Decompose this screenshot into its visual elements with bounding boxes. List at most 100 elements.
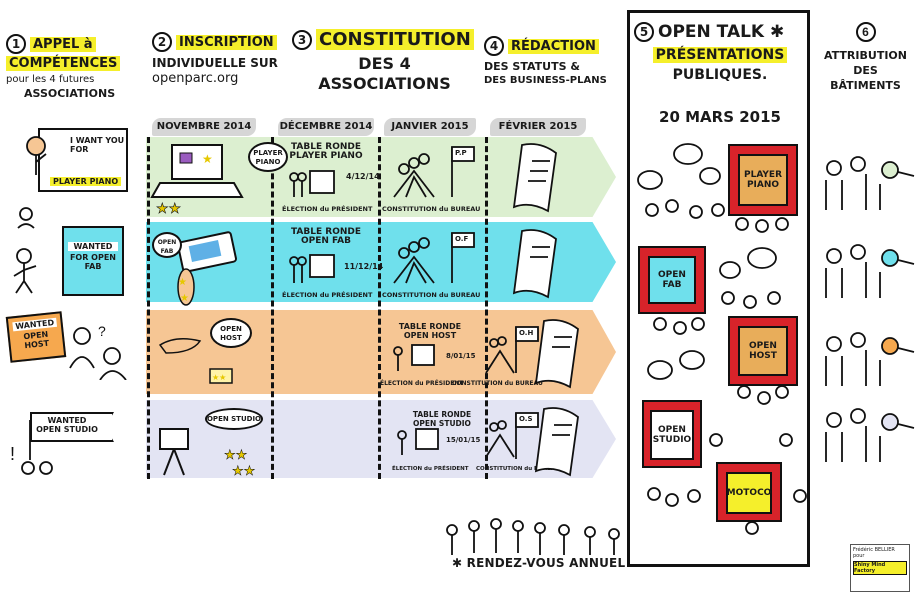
svg-text:?: ?	[98, 323, 106, 339]
step-subtitle: DES 4	[358, 54, 411, 73]
step-title-2: COMPÉTENCES	[6, 56, 121, 71]
open-talk-box	[627, 10, 810, 567]
thought-bubble	[248, 142, 288, 172]
step-subtitle-2: ASSOCIATIONS	[24, 87, 116, 100]
column-divider	[271, 137, 274, 479]
svg-text:!: !	[10, 444, 15, 464]
step-title: OPEN TALK	[658, 22, 765, 42]
asterisk-icon: ✱	[770, 22, 785, 42]
step-title: CONSTITUTION	[316, 29, 474, 50]
camera-icon: ★★ ★★	[159, 428, 256, 478]
event-date: 15/01/15	[446, 436, 481, 444]
thought-bubble	[210, 318, 252, 348]
svg-text:★: ★	[202, 152, 213, 166]
step-number: 6	[855, 22, 876, 42]
svg-text:★★: ★★	[232, 463, 255, 478]
step-title-3: BÂTIMENTS	[830, 79, 901, 92]
month-tab: DÉCEMBRE 2014	[278, 118, 374, 136]
election-label: ÉLECTION du PRÉSIDENT	[282, 205, 373, 213]
step-subtitle-2: PUBLIQUES.	[672, 67, 768, 83]
stage-player-piano: PLAYER PIANO	[738, 154, 788, 206]
bureau-label: CONSTITUTION du BUREAU	[452, 380, 543, 387]
step-title: INSCRIPTION	[176, 34, 277, 50]
poster-text: WANTED OPEN STUDIO	[36, 416, 98, 434]
recruit-poster-piano: I WANT YOU FOR PLAYER PIANO	[38, 128, 128, 192]
bureau-label: CONSTITUTION du BUREAU	[382, 205, 481, 213]
step-subtitle-2: DES BUSINESS-PLANS	[484, 75, 607, 86]
open-talk-date: 20 MARS 2015	[659, 108, 781, 126]
step-subtitle: pour les 4 futures	[6, 74, 95, 85]
roundtable-label: TABLE RONDE PLAYER PIANO	[289, 142, 363, 161]
column-divider	[378, 137, 381, 479]
step-title: APPEL à	[30, 36, 96, 52]
election-label: ÉLECTION du PRÉSIDENT	[392, 466, 469, 472]
column-divider	[485, 137, 488, 479]
bubble-label: OPEN STUDIO	[206, 415, 262, 423]
step-title-2: DES	[853, 64, 878, 77]
flag-label: P.P	[455, 149, 467, 157]
crowd-icon	[446, 518, 620, 555]
credit-line: pour	[853, 553, 865, 559]
step-number: 3	[292, 30, 312, 50]
roundtable-label: TABLE RONDE OPEN STUDIO	[412, 410, 472, 428]
step-subtitle: DES STATUTS &	[484, 60, 580, 73]
bureau-label: CONSTITUTION du BUREAU	[382, 291, 481, 299]
svg-text:★★: ★★	[224, 447, 247, 462]
month-tab: NOVEMBRE 2014	[152, 118, 256, 136]
poster-text-2: OPEN HOST	[23, 329, 50, 351]
election-label: ÉLECTION du PRÉSIDENT	[380, 380, 464, 387]
poster-text-2: FOR OPEN FAB	[69, 253, 117, 271]
step-subtitle-2: openparc.org	[152, 71, 239, 86]
credit-line: Frédéric BELLIER	[853, 547, 895, 553]
step-number: 2	[152, 32, 172, 52]
bureau-label: CONSTITUTION du BUREAU	[476, 466, 560, 472]
poster-text-2: PLAYER PIANO	[50, 177, 122, 186]
person-icon	[13, 248, 37, 294]
svg-text:★: ★	[178, 277, 187, 288]
month-tab: JANVIER 2015	[384, 118, 476, 136]
tablet-icon: ★ ★	[177, 231, 237, 306]
roundtable-label: TABLE RONDE OPEN FAB	[290, 227, 361, 246]
step-number: 4	[484, 36, 504, 56]
bubble-label: PLAYER PIANO	[253, 149, 283, 166]
bubble-label: OPEN HOST	[220, 325, 242, 342]
stage-open-host: OPEN HOST	[738, 326, 788, 376]
step-subtitle: INDIVIDUELLE SUR	[152, 56, 278, 70]
footer-text: RENDEZ-VOUS ANNUEL	[466, 556, 626, 570]
poster-text: I WANT YOU FOR	[70, 136, 125, 154]
flag-label: O.S	[519, 415, 533, 423]
stage-open-studio: OPEN STUDIO	[650, 410, 694, 460]
handshake-icon: ★★	[158, 338, 233, 384]
stage-motoco: MOTOCO	[726, 472, 772, 514]
flag-label: O.F	[455, 235, 469, 243]
keys-illustrations	[825, 156, 915, 462]
laptop-icon: ★ ★★	[150, 144, 244, 216]
flag-label: O.H	[519, 329, 534, 337]
thought-bubble	[152, 232, 182, 258]
step-6-header: 6 ATTRIBUTION DES BÂTIMENTS	[818, 22, 913, 93]
step-number: 1	[6, 34, 26, 54]
person-pointing-icon	[17, 136, 47, 229]
column-divider	[147, 137, 150, 479]
svg-text:★★: ★★	[156, 200, 181, 216]
author-credit: Frédéric BELLIER pour Shiny Mind Factory	[850, 544, 910, 592]
step-number: 5	[634, 22, 654, 42]
svg-text:★★: ★★	[212, 373, 226, 382]
people-icon: !	[10, 420, 53, 475]
event-date: 4/12/14	[346, 172, 380, 181]
step-title: RÉDACTION	[508, 38, 599, 54]
thought-bubble	[205, 408, 263, 430]
credit-logo: Shiny Mind Factory	[853, 561, 907, 575]
roundtable-label: TABLE RONDE OPEN HOST	[398, 322, 462, 340]
bubble-label: OPEN FAB	[157, 239, 177, 255]
audience-illustrations	[637, 143, 807, 535]
people-icon: ?	[69, 323, 127, 380]
step-subtitle: PRÉSENTATIONS	[652, 47, 788, 63]
november-illustrations: ★ ★★ ★ ★ ★★ ★★ ★★	[150, 144, 256, 478]
election-label: ÉLECTION du PRÉSIDENT	[282, 291, 373, 299]
